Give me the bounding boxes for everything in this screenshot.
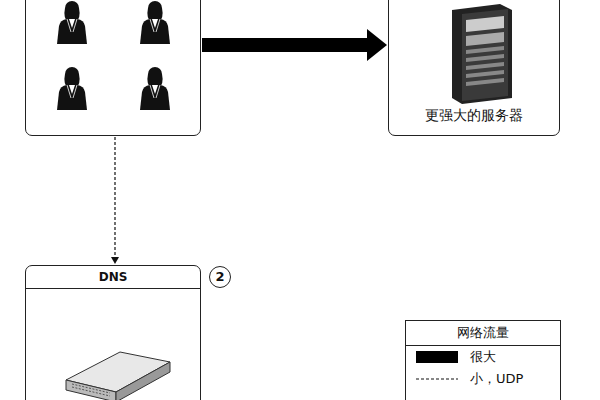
heavy-traffic-arrow xyxy=(202,29,387,61)
callout-number: 2 xyxy=(209,266,231,288)
legend-label: 小，UDP xyxy=(470,370,523,388)
legend-title: 网络流量 xyxy=(406,321,560,346)
switch-icon xyxy=(66,352,170,400)
client-group-box xyxy=(25,0,201,136)
server-box: 更强大的服务器 xyxy=(388,0,560,136)
dns-box: DNS xyxy=(25,265,201,400)
node-label: 更强大的服务器 xyxy=(389,107,559,125)
node-heading: DNS xyxy=(26,266,200,289)
legend-swatch xyxy=(416,351,458,363)
udp-traffic-arrow xyxy=(111,137,119,264)
legend-row: 小，UDP xyxy=(406,368,560,390)
server-icon xyxy=(452,4,512,104)
legend-box: 网络流量很大小，UDP xyxy=(405,320,561,400)
legend-row: 很大 xyxy=(406,346,560,368)
legend-label: 很大 xyxy=(470,348,496,366)
legend-line-sample xyxy=(416,373,458,385)
client-icons xyxy=(57,1,170,110)
